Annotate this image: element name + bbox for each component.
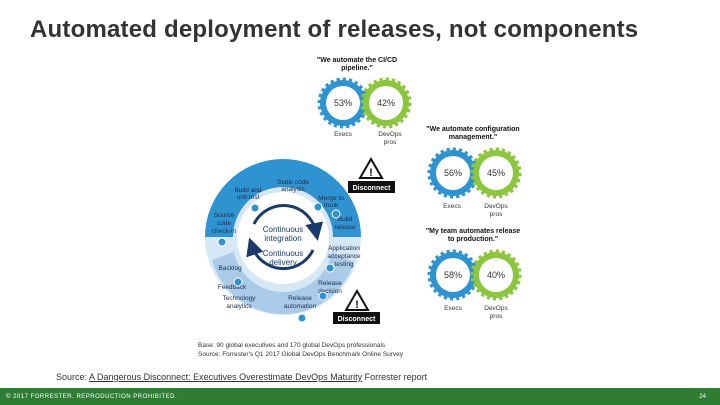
cd-line-1: Continuous: [263, 249, 303, 258]
ci-line-1: Continuous: [263, 225, 303, 234]
disconnect-badge-1: [348, 181, 395, 193]
gear-icon: [331, 209, 341, 219]
disconnect-warning-2: ! Disconnect: [333, 289, 380, 324]
pros-gear-inner-2: [479, 156, 513, 190]
disconnect-badge-2: [333, 312, 380, 324]
cycle-light-band: [212, 252, 354, 315]
disconnect-label-2: Disconnect: [338, 316, 376, 323]
source-report-link[interactable]: A Dangerous Disconnect: Executives Overe…: [89, 372, 363, 382]
pros-value-2: 45%: [487, 168, 505, 178]
source-prefix: Source:: [56, 372, 90, 382]
execs-gear-inner-3: [436, 258, 470, 292]
base-note: Base: 90 global executives and 170 globa…: [198, 342, 386, 349]
cycle-blue-band: [205, 159, 361, 237]
execs-value-3: 58%: [444, 270, 462, 280]
warning-icon: [344, 289, 370, 311]
survey-source-note: Source: Forrester's Q1 2017 Global DevOp…: [198, 351, 404, 358]
disconnect-label-1: Disconnect: [353, 185, 391, 192]
execs-gear-inner-1: [326, 86, 360, 120]
warning-mark: !: [369, 167, 373, 179]
execs-value-2: 56%: [444, 168, 462, 178]
execs-label-1: Execs: [334, 131, 352, 138]
copyright-text: © 2017 FORRESTER. REPRODUCTION PROHIBITE…: [6, 394, 178, 400]
ci-arrow: [252, 204, 324, 241]
gear-icon: [297, 313, 307, 323]
disconnect-warning-1: ! Disconnect: [348, 157, 395, 193]
gear-icon: [233, 277, 243, 287]
gear-icon: [313, 202, 323, 212]
gear-icon: [250, 203, 260, 213]
page-number: 24: [699, 394, 706, 400]
execs-value-1: 53%: [334, 98, 352, 108]
source-suffix: Forrester report: [362, 372, 428, 382]
ci-line-2: integration: [264, 234, 301, 243]
cd-line-2: delivery: [269, 258, 297, 267]
gear-icon: [325, 263, 335, 273]
footer-bar: © 2017 FORRESTER. REPRODUCTION PROHIBITE…: [0, 388, 720, 405]
stage-feedback: Feedback: [218, 284, 247, 291]
pros-value-1: 42%: [377, 98, 395, 108]
cd-arrow: [246, 237, 315, 271]
execs-gear-inner-2: [436, 156, 470, 190]
warning-icon: [358, 157, 384, 179]
slide-title: Automated deployment of releases, not co…: [30, 16, 639, 43]
warning-mark: !: [355, 299, 359, 311]
gear-icon: [217, 237, 227, 247]
execs-label-3: Execs: [444, 305, 462, 312]
gear-icon: [318, 291, 328, 301]
source-line: Source: A Dangerous Disconnect: Executiv…: [56, 372, 427, 382]
stage-backlog: Backlog: [218, 265, 242, 272]
execs-label-2: Execs: [443, 203, 461, 210]
pros-gear-inner-3: [479, 258, 513, 292]
pros-gear-inner-1: [369, 86, 403, 120]
pros-value-3: 40%: [487, 270, 505, 280]
